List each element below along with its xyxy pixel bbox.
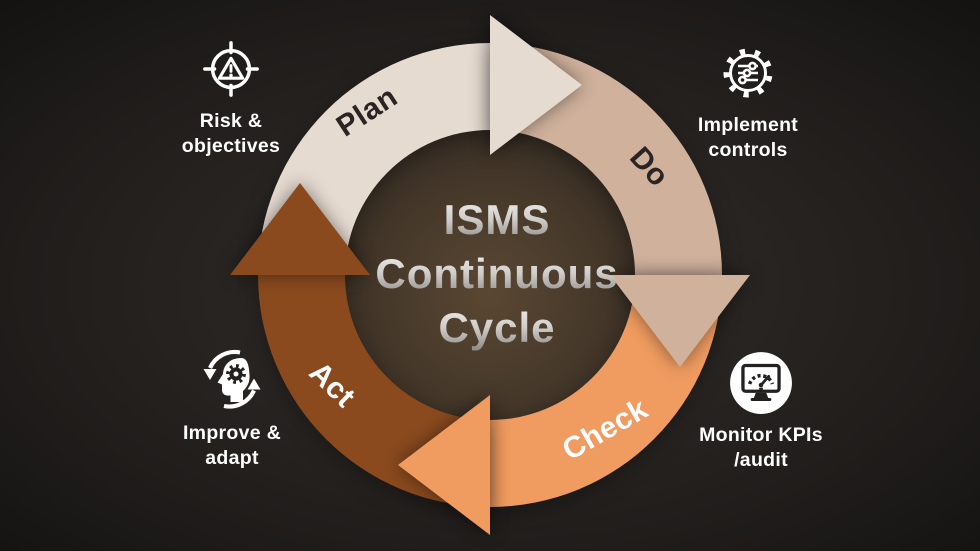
title-line-1: ISMS	[444, 196, 551, 243]
callout-label-line: Implement	[697, 114, 799, 136]
callout-risk-objectives: Risk & objectives	[131, 36, 331, 159]
callout-monitor-kpis: Monitor KPIs /audit	[661, 350, 861, 473]
callout-improve-adapt: Improve & adapt	[132, 348, 332, 471]
title-line-2: Continuous	[375, 250, 618, 297]
plan-arrow-head	[490, 15, 582, 155]
callout-label-line: Risk &	[199, 110, 263, 132]
title-line-3: Cycle	[438, 304, 555, 351]
act-arrow-head	[230, 183, 370, 275]
center-title: ISMS Continuous Cycle	[375, 196, 618, 351]
callout-label-line: adapt	[205, 447, 259, 469]
callout-label-line: controls	[708, 139, 788, 161]
callout-label-line: objectives	[181, 135, 281, 157]
gear-sliders-icon	[648, 40, 848, 106]
risk-target-warning-icon	[131, 36, 331, 102]
inner-glow-disc	[344, 129, 636, 421]
callout-label-line: Monitor KPIs	[699, 424, 823, 446]
callout-label-line: Improve &	[182, 422, 282, 444]
monitor-gauge-icon	[661, 350, 861, 416]
head-gear-refresh-icon	[132, 348, 332, 414]
check-arrow-head	[398, 395, 490, 535]
callout-label-line: /audit	[734, 449, 788, 471]
do-arrow-head	[610, 275, 750, 367]
callout-implement-controls: Implement controls	[648, 40, 848, 163]
